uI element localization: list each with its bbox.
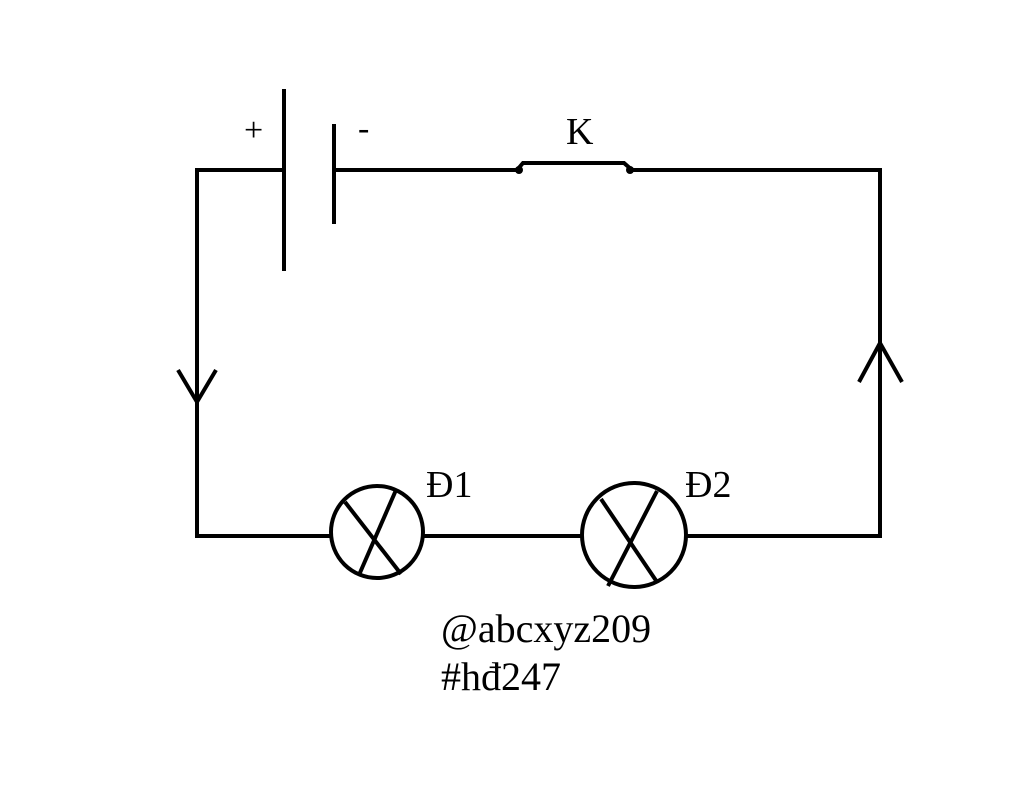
circuit-wires (195, 168, 882, 538)
arrow-icon (176, 368, 218, 406)
note: @abcxyz209 #hđ247 (441, 606, 651, 699)
wire-right (630, 168, 882, 538)
lamp-d2-cross-b (606, 490, 659, 587)
lamp-d2: Đ2 (580, 464, 731, 589)
lamp-d1-label: Đ1 (426, 464, 472, 506)
switch-blade (515, 161, 634, 172)
lamp-d1: Đ1 (329, 464, 472, 580)
note-line-1: @abcxyz209 (441, 606, 651, 651)
lamp-d1-cross-b (357, 489, 398, 576)
wire-top-left (195, 168, 332, 538)
battery-negative-label: - (358, 110, 369, 147)
battery: + - (244, 89, 369, 271)
arrow-icon (857, 338, 904, 383)
lamp-d2-cross-a (599, 497, 659, 584)
lamp-d2-label: Đ2 (685, 464, 731, 506)
current-arrows (176, 338, 904, 406)
switch-label: K (566, 111, 594, 153)
battery-positive-label: + (244, 112, 263, 149)
note-line-2: #hđ247 (441, 654, 561, 699)
switch: K (515, 111, 634, 174)
